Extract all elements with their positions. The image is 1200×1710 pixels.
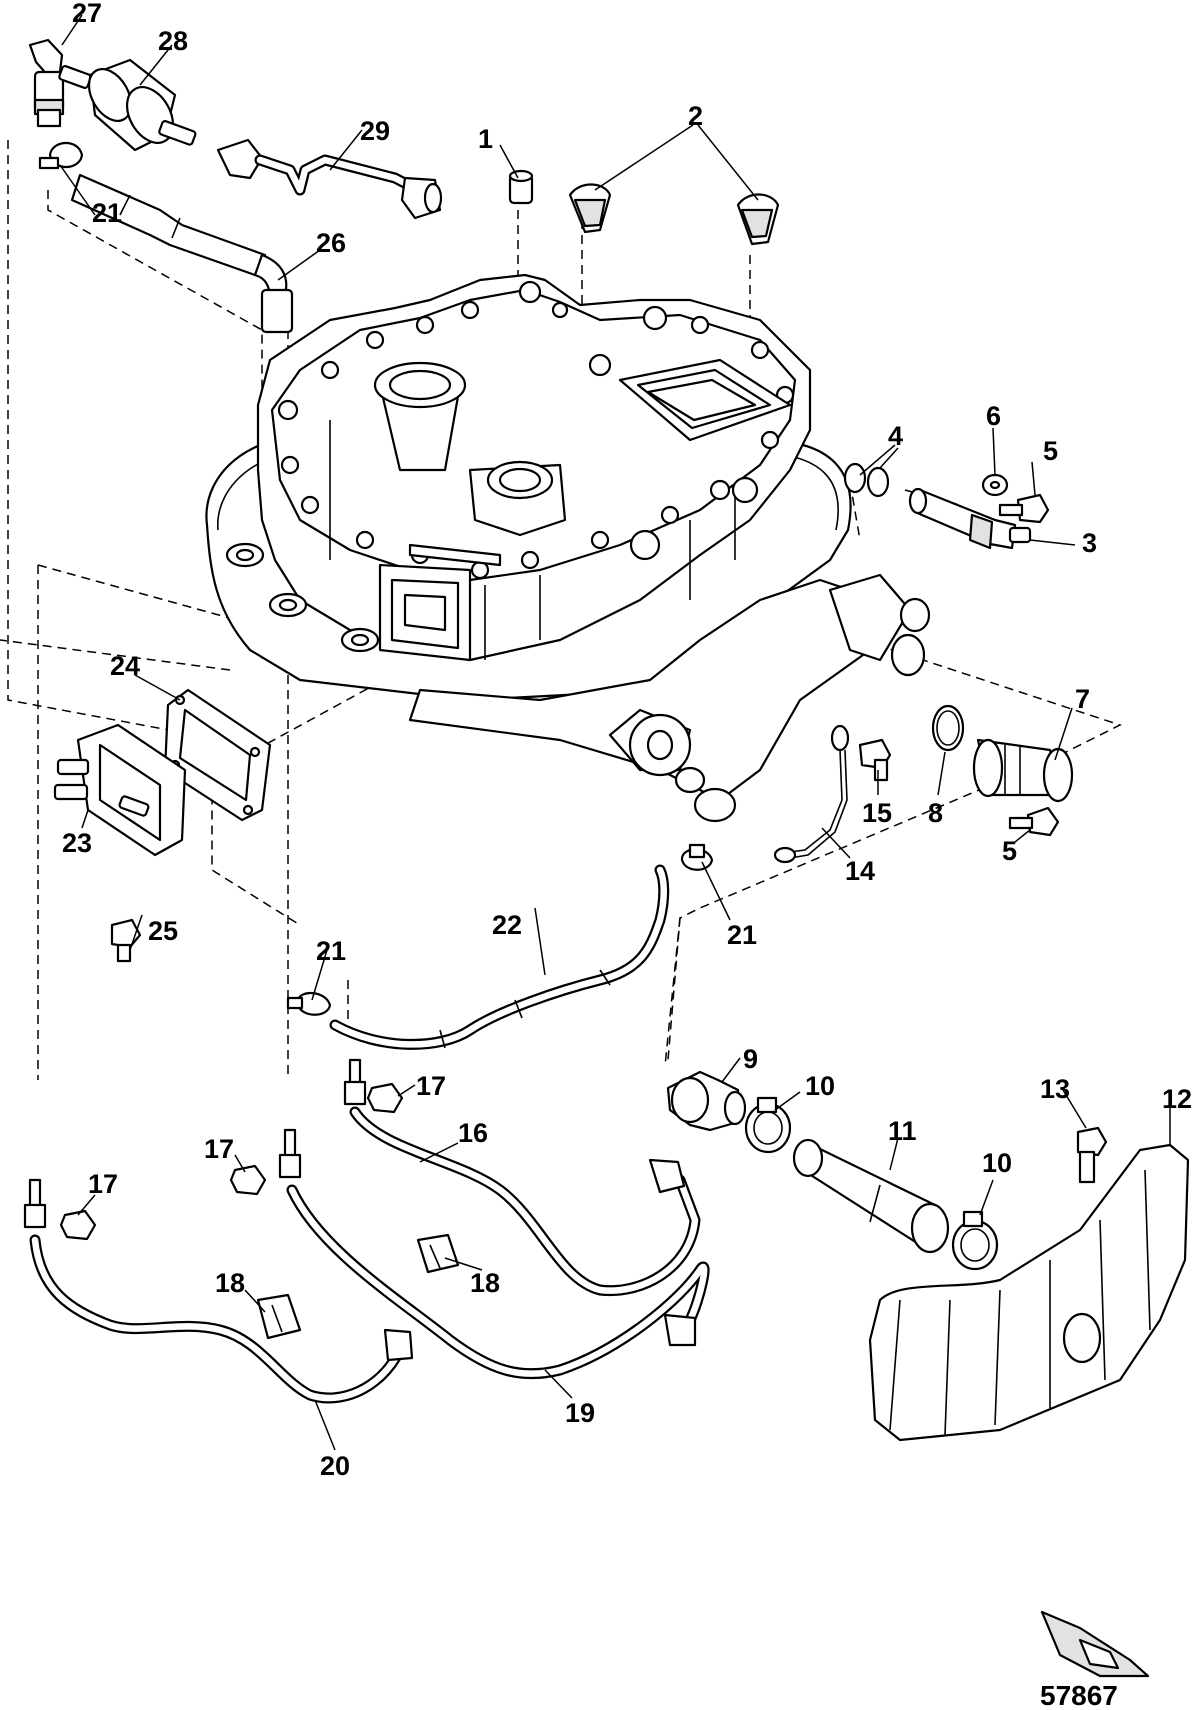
screw-5-bottom	[1008, 806, 1060, 837]
callout-21-mid: 21	[316, 936, 346, 966]
o-rings-4	[843, 462, 890, 498]
figure-number: 57867	[1040, 1680, 1118, 1710]
hose-22	[329, 864, 670, 1050]
sleeve-1	[508, 169, 534, 205]
callout-28: 28	[158, 26, 188, 56]
callout-14: 14	[845, 856, 875, 886]
fuel-filter-28	[58, 58, 197, 152]
hose-clamp-21-top	[38, 141, 84, 170]
plugs-2	[568, 183, 780, 246]
callout-5-top: 5	[1043, 436, 1058, 466]
callout-17-left: 17	[88, 1169, 118, 1199]
nuts-17	[59, 1082, 404, 1241]
callout-17-top: 17	[416, 1071, 446, 1101]
callout-21-top: 21	[92, 198, 122, 228]
callout-18-left: 18	[215, 1268, 245, 1298]
callout-26: 26	[316, 228, 346, 258]
fitting-elbow-27	[28, 38, 65, 128]
fitting-9	[666, 1070, 747, 1132]
callout-10-bottom: 10	[982, 1148, 1012, 1178]
callout-25: 25	[148, 916, 178, 946]
callout-24: 24	[110, 651, 140, 681]
fuel-pump-23	[53, 723, 187, 857]
callout-19: 19	[565, 1398, 595, 1428]
screw-25	[110, 918, 142, 963]
callout-7: 7	[1075, 684, 1090, 714]
adapter-plate-housing	[205, 273, 931, 823]
fuel-line-16	[343, 1058, 701, 1297]
hose-clamps-10	[744, 1096, 999, 1271]
fuel-line-19	[278, 1128, 710, 1380]
ground-wire-14	[773, 724, 850, 864]
callout-17-mid: 17	[204, 1134, 234, 1164]
callout-16: 16	[458, 1118, 488, 1148]
callout-27: 27	[72, 0, 102, 28]
fitting-3	[908, 487, 1032, 550]
boat-orientation-icon	[1040, 1610, 1150, 1678]
hose-clamp-21-right	[680, 843, 714, 871]
clips-18	[256, 1233, 460, 1340]
callout-3: 3	[1082, 528, 1097, 558]
callout-1: 1	[478, 124, 493, 154]
gasket-24	[163, 688, 272, 822]
callout-23: 23	[62, 828, 92, 858]
callout-13: 13	[1040, 1074, 1070, 1104]
callout-11: 11	[888, 1116, 917, 1146]
callout-2: 2	[688, 101, 703, 131]
washer-6	[981, 473, 1009, 497]
callout-labels: 27 28 29 1 2 21 26 4 6 5 3 24 7 15 8 23 …	[62, 0, 1192, 1710]
callout-10-top: 10	[805, 1071, 835, 1101]
fuel-line-29	[216, 138, 443, 220]
fitting-7	[972, 738, 1074, 803]
callout-29: 29	[360, 116, 390, 146]
callout-9: 9	[743, 1044, 758, 1074]
leader-lines	[59, 14, 1171, 1451]
screw-13	[1076, 1126, 1108, 1184]
screw-15	[858, 738, 892, 782]
callout-4: 4	[888, 421, 903, 451]
callout-22: 22	[492, 910, 522, 940]
callout-15: 15	[862, 798, 892, 828]
fuel-hose-26	[70, 173, 294, 334]
screw-5-top	[998, 493, 1050, 524]
callout-6: 6	[986, 401, 1001, 431]
callout-8: 8	[928, 798, 943, 828]
callout-18-right: 18	[470, 1268, 500, 1298]
callout-12: 12	[1162, 1084, 1192, 1114]
cover-12	[868, 1143, 1190, 1442]
o-ring-8	[931, 704, 965, 752]
callout-20: 20	[320, 1451, 350, 1481]
callout-5-bottom: 5	[1002, 836, 1017, 866]
callout-21-right: 21	[727, 920, 757, 950]
hose-clamp-21-mid	[286, 992, 332, 1016]
fuel-line-20	[23, 1178, 414, 1404]
hose-11	[792, 1138, 950, 1254]
